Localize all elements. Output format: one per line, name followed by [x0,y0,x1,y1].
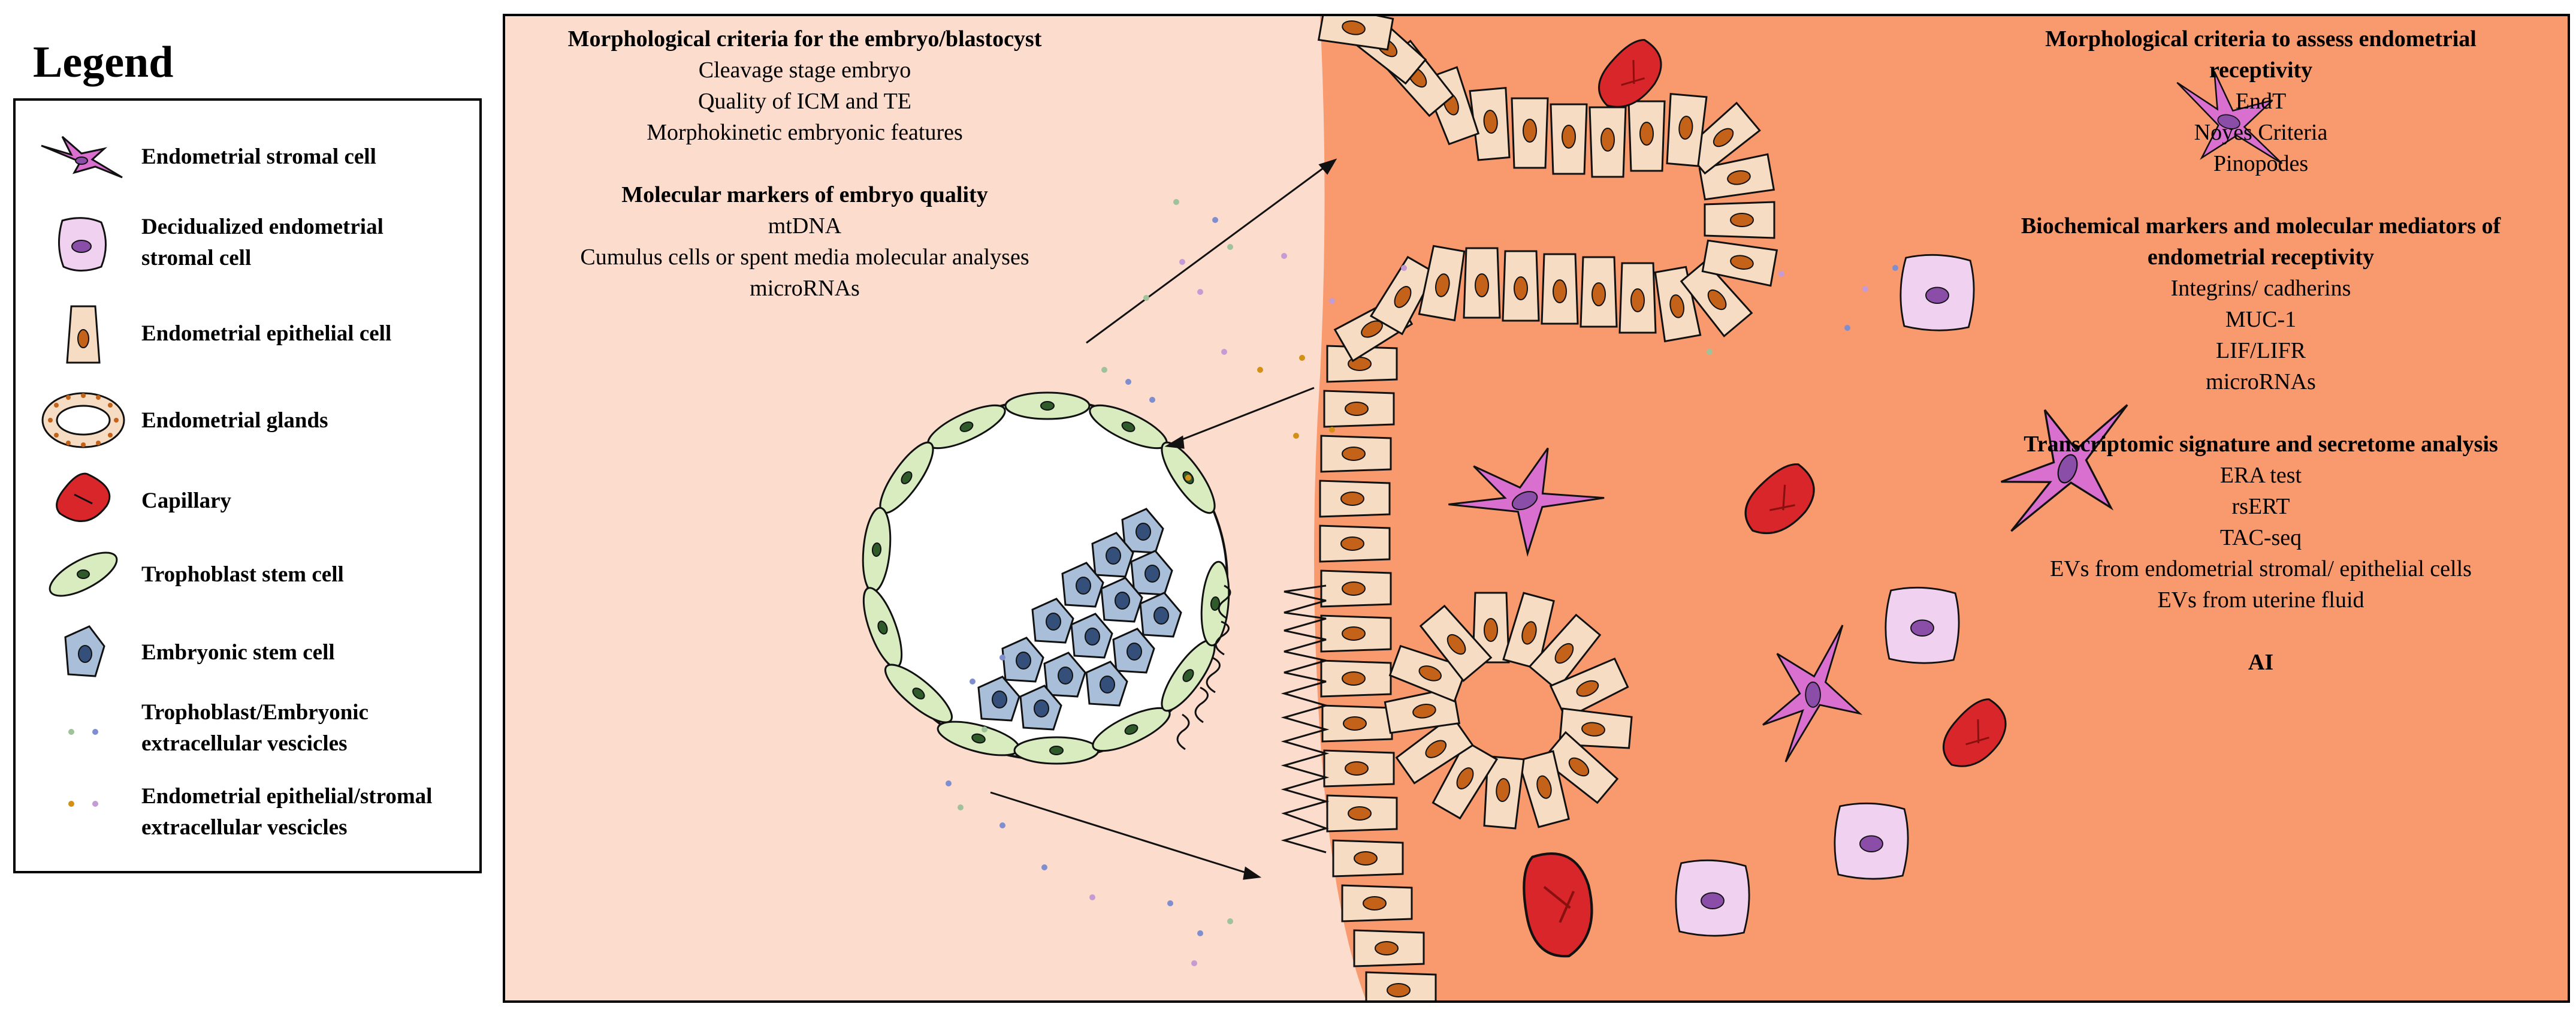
criteria-item: EVs from endometrial stromal/ epithelial… [2050,556,2472,581]
criteria-item: Cumulus cells or spent media molecular a… [580,245,1029,270]
decidualized-stromal-cell-icon [58,217,107,272]
legend-label: Trophoblast stem cell [141,562,344,587]
endometrium-criteria-text: Morphological criteria to assess endomet… [1991,23,2530,678]
legend-label: Endometrial stromal cell [141,144,376,169]
criteria-item: MUC-1 [2225,307,2297,332]
legend-box: Endometrial stromal cell Decidualized en… [13,98,482,873]
endometrial-vesicles-icon [68,801,98,807]
biochemical-markers-heading: Biochemical markers and molecular mediat… [2021,213,2501,270]
legend-label: Endometrial epithelial cell [141,321,392,346]
criteria-item: Morphokinetic embryonic features [647,120,963,145]
criteria-item: mtDNA [768,213,842,239]
legend-label: Endometrial glands [141,408,328,433]
decidualized-cell [1834,802,1909,880]
epithelial-cell-icon [66,305,101,364]
legend-label: Capillary [141,489,232,513]
criteria-item: Quality of ICM and TE [697,89,912,114]
legend-title: Legend [33,38,174,87]
criteria-item: Pinopodes [2213,151,2309,176]
trophoblast-stem-cell-icon [49,551,118,597]
decidualized-cell [1675,859,1750,937]
legend-label: Decidualized endometrial stromal cell [141,215,383,270]
decidualized-cell [1899,254,1975,331]
legend-label: Endometrial epithelial/stromal extracell… [141,784,433,840]
endometrial-gland-icon [41,392,125,448]
blastocyst [854,391,1233,765]
criteria-item: microRNAs [750,276,860,301]
implantation-scene [854,16,2568,1000]
criteria-item: Noyes Criteria [2194,120,2328,145]
criteria-item: rsERT [2231,494,2290,519]
criteria-item: ERA test [2219,463,2302,488]
legend-label: Trophoblast/Embryonic extracellular vesc… [141,700,369,756]
transcriptomic-heading: Transcriptomic signature and secretome a… [2024,432,2498,457]
criteria-item: LIF/LIFR [2216,338,2306,363]
decidualized-cell [1885,586,1960,664]
embryo-molecular-heading: Molecular markers of embryo quality [621,182,988,207]
criteria-item: microRNAs [2206,369,2316,394]
endometrial-morphology-heading: Morphological criteria to assess endomet… [2045,26,2477,83]
signal-arrows [990,158,1337,880]
ai-heading: AI [2248,650,2274,675]
endometrial-stromal-cell-icon [41,135,123,179]
capillary-icon [56,472,111,522]
criteria-item: Cleavage stage embryo [698,58,911,83]
criteria-item: EVs from uterine fluid [2157,587,2364,613]
criteria-item: Integrins/ cadherins [2170,276,2351,301]
embryonic-stem-cell-icon [64,625,105,677]
embryo-criteria-text: Morphological criteria for the embryo/bl… [505,23,1104,304]
criteria-item: TAC-seq [2219,525,2302,550]
diagram-panel: Morphological criteria for the embryo/bl… [503,14,2570,1003]
legend-label: Embryonic stem cell [141,640,335,665]
epithelial-wall [1281,345,1437,1000]
trophoblast-embryonic-vesicles-icon [68,729,98,735]
criteria-item: EndT [2235,89,2287,114]
embryo-morphology-heading: Morphological criteria for the embryo/bl… [567,26,1042,52]
extracellular-vesicles [946,199,1898,966]
